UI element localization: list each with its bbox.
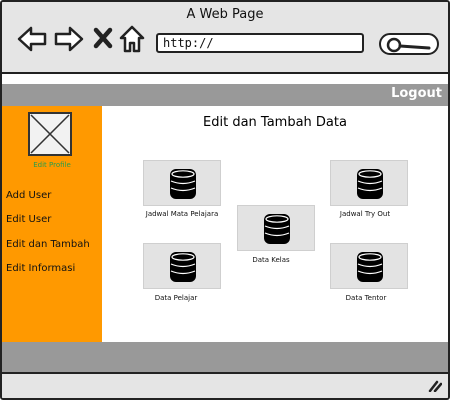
sidebar: Edit Profile Add User Edit User Edit dan… bbox=[2, 106, 102, 342]
page-title: Edit dan Tambah Data bbox=[203, 115, 347, 130]
browser-chrome: A Web Page bbox=[2, 2, 448, 74]
tile-jadwal-try-out[interactable] bbox=[330, 160, 408, 206]
tile-label: Jadwal Mata Pelajara bbox=[145, 210, 219, 218]
header-bar: Logout bbox=[2, 84, 448, 106]
database-icon bbox=[170, 252, 196, 282]
edit-profile-link[interactable]: Edit Profile bbox=[33, 161, 71, 169]
status-bar bbox=[2, 372, 448, 398]
resize-grip-icon[interactable] bbox=[428, 380, 442, 392]
sidebar-item-edit-dan-tambah[interactable]: Edit dan Tambah bbox=[6, 239, 90, 250]
sidebar-item-edit-user[interactable]: Edit User bbox=[6, 214, 52, 225]
search-icon bbox=[386, 37, 431, 53]
tile-data-pelajar[interactable] bbox=[143, 243, 221, 289]
tile-jadwal-mata-pelajara[interactable] bbox=[143, 160, 221, 206]
profile-image-placeholder[interactable] bbox=[28, 112, 72, 156]
window-title: A Web Page bbox=[186, 7, 264, 22]
home-icon[interactable] bbox=[118, 24, 146, 54]
url-input[interactable] bbox=[156, 33, 364, 53]
forward-arrow-icon[interactable] bbox=[53, 24, 85, 54]
image-placeholder-icon bbox=[30, 114, 70, 154]
tile-label: Data Pelajar bbox=[154, 294, 198, 302]
database-icon bbox=[170, 169, 196, 199]
logout-link[interactable]: Logout bbox=[391, 86, 442, 101]
tile-label: Data Kelas bbox=[252, 256, 290, 264]
search-button[interactable] bbox=[379, 33, 439, 55]
sidebar-item-add-user[interactable]: Add User bbox=[6, 190, 52, 201]
main-content: Edit dan Tambah Data Jadwal Mata Pelajar… bbox=[102, 106, 448, 342]
database-icon bbox=[264, 214, 290, 244]
tile-label: Jadwal Try Out bbox=[339, 210, 391, 218]
back-arrow-icon[interactable] bbox=[16, 24, 48, 54]
stop-x-icon[interactable] bbox=[93, 27, 113, 49]
sidebar-item-edit-informasi[interactable]: Edit Informasi bbox=[6, 263, 76, 274]
tile-data-kelas[interactable] bbox=[237, 205, 315, 251]
database-icon bbox=[357, 169, 383, 199]
tile-label: Data Tentor bbox=[345, 294, 387, 302]
tile-data-tentor[interactable] bbox=[330, 243, 408, 289]
footer-bar bbox=[2, 342, 448, 372]
database-icon bbox=[357, 252, 383, 282]
